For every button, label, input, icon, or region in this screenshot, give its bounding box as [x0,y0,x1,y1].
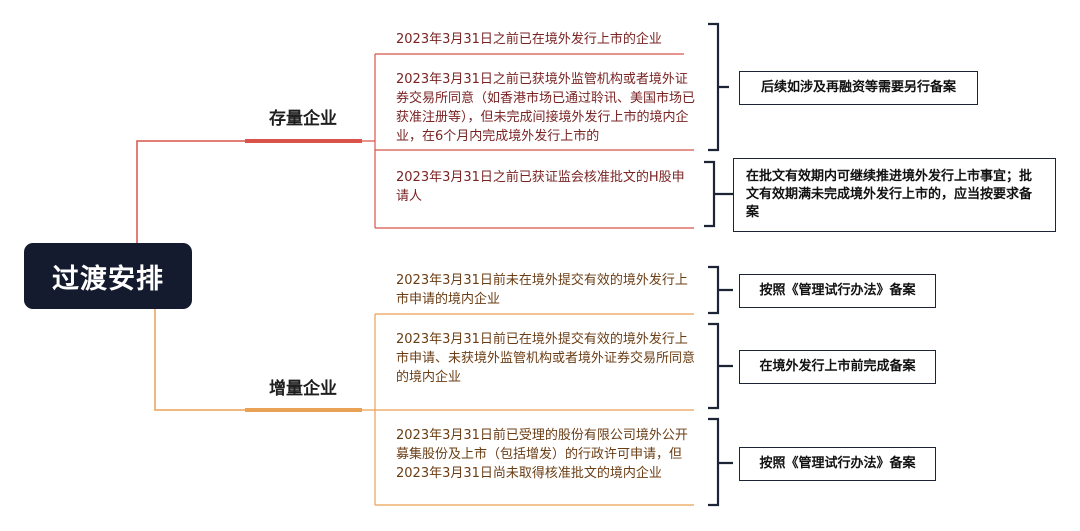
leaf-existing-3: 2023年3月31日之前已获证监会核准批文的H股申请人 [396,170,685,204]
outcome-box-3: 按照《管理试行办法》备案 [739,274,936,308]
bracket-1 [708,22,729,152]
leaf-incremental-2: 2023年3月31日前已在境外提交有效的境外发行上市申请、未获境外监管机构或者境… [396,332,696,385]
outcome-box-1: 后续如涉及再融资等需要另行备案 [739,71,978,105]
bracket-5 [708,417,733,507]
bracket-3 [708,265,733,315]
bracket-2 [704,160,733,228]
outcome-box-4: 在境外发行上市前完成备案 [739,350,936,384]
branch-label-existing: 存量企业 [269,109,337,129]
root-node: 过渡安排 [24,243,192,309]
spine-existing [362,54,376,228]
branch-label-incremental: 增量企业 [269,379,337,399]
leaf-incremental-1: 2023年3月31日前未在境外提交有效的境外发行上市申请的境内企业 [396,273,688,307]
connector-root-incremental [154,309,245,411]
leaf-existing-2: 2023年3月31日之前已获境外监管机构或者境外证券交易所同意（如香港市场已通过… [396,72,696,144]
bracket-4 [708,322,733,410]
leaf-incremental-3: 2023年3月31日前已受理的股份有限公司境外公开募集股份及上市（包括增发）的行… [396,428,688,481]
outcome-box-5: 按照《管理试行办法》备案 [739,447,936,481]
connector-root-existing [136,140,245,243]
spine-incremental [362,314,376,505]
outcome-box-2: 在批文有效期内可继续推进境外发行上市事宜；批文有效期满未完成境外发行上市的，应当… [733,158,1056,232]
leaf-existing-1: 2023年3月31日之前已在境外发行上市的企业 [396,32,662,47]
